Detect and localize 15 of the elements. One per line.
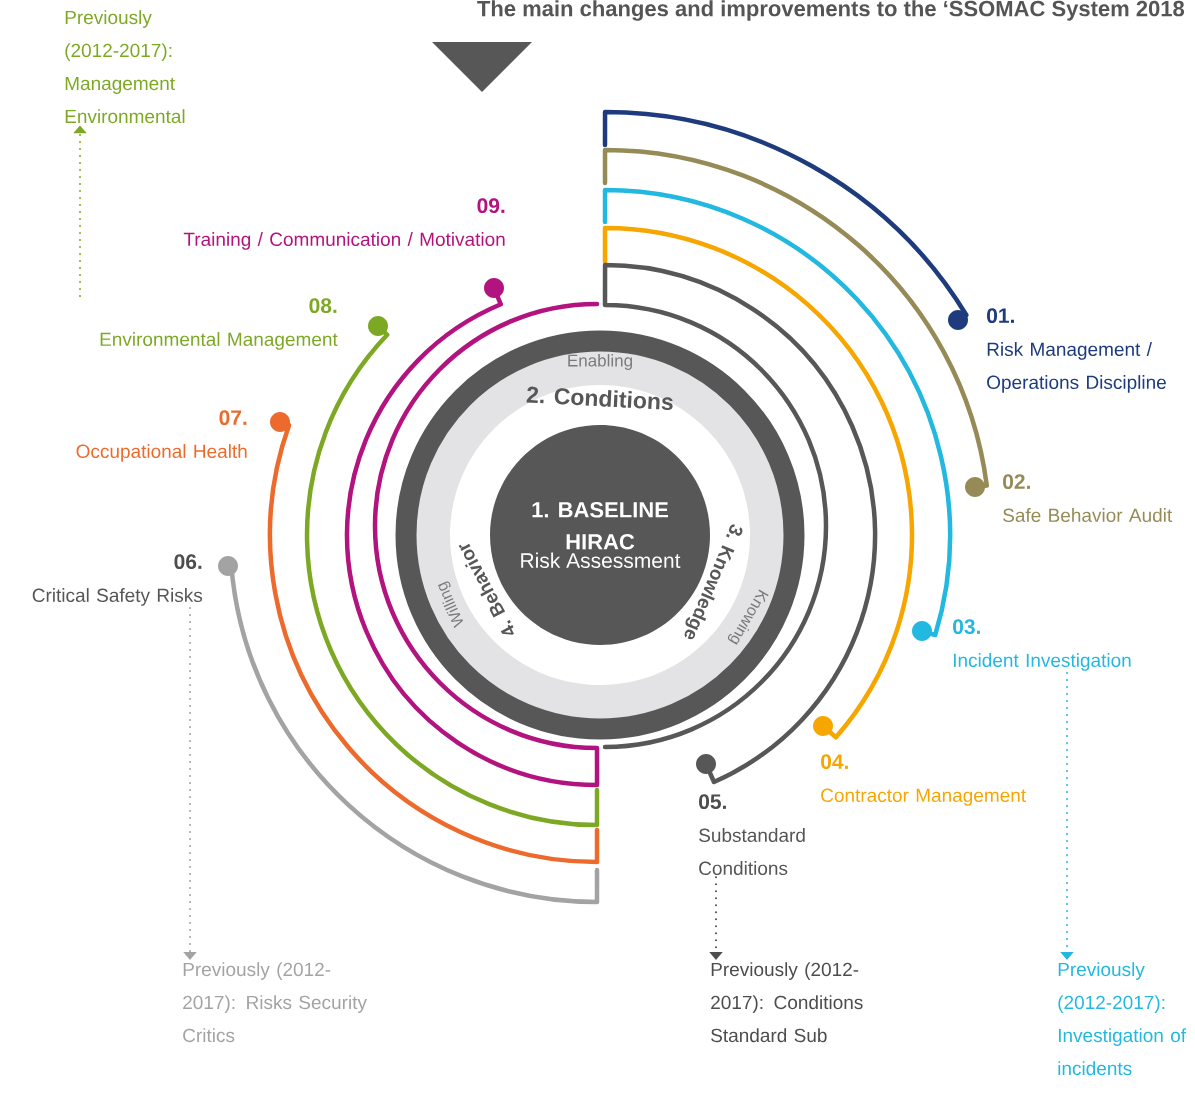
previous-note: Previously (2012-2017): Risks Security Critics [183,962,367,1043]
item-label: 05. Substandard Conditions [699,794,805,876]
item-label: 01. Risk Management / Operations Discipline [987,308,1166,393]
item-label: 03. Incident Investigation [953,619,1131,671]
previous-note: Previously (2012-2017): Investigation of incidents [1058,962,1187,1076]
previous-note: Previously (2012-2017): Management Environmental [65,10,185,124]
previous-note: Previously (2012-2017): Conditions Standard Sub [711,962,863,1043]
item-label: 04. Contractor Management [821,754,1026,806]
item-label: 09. Training / Communication / Motivation [183,198,505,250]
title: The main changes and improvements to the ‘SSOMAC System 2018 [477,0,1185,21]
item-label: 02. Safe Behavior Audit [1003,474,1173,523]
item-label: 07. Occupational Health [76,410,247,462]
ring-label: Enabling [568,354,632,370]
item-label: 08. Environmental Management [100,298,338,350]
item-label: 06. Critical Safety Risks [32,554,203,606]
